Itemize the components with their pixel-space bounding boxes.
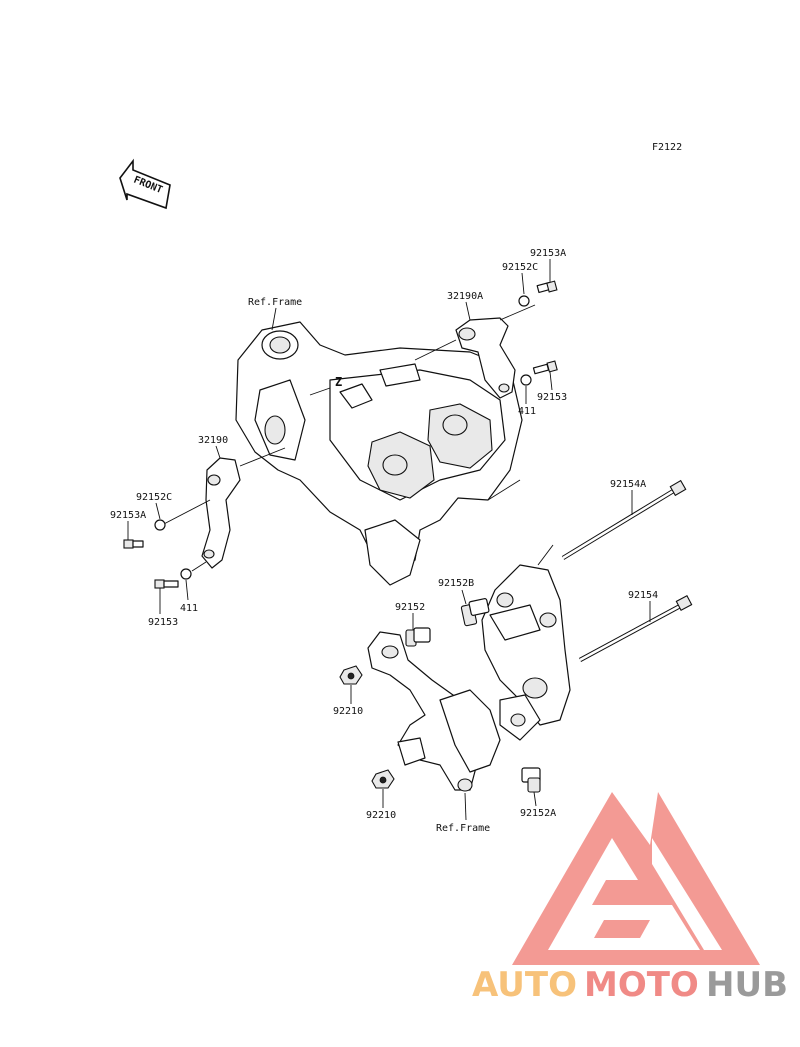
frame-marking: Z bbox=[335, 375, 342, 389]
main-frame-drawing: Z bbox=[235, 321, 523, 586]
washer-411-left bbox=[180, 568, 192, 580]
washer-92152c-top bbox=[518, 295, 530, 307]
figure-code: F2122 bbox=[652, 142, 682, 153]
wordmark-auto: AUTO bbox=[472, 965, 577, 1005]
part-92152a-label: 92152A bbox=[520, 808, 556, 819]
lower-bracket-drawing bbox=[367, 544, 571, 792]
part-92153a-top-label: 92153A bbox=[530, 248, 566, 259]
bracket-32190-drawing bbox=[159, 447, 286, 569]
front-arrow-icon: FRONT bbox=[119, 158, 171, 210]
long-bolt-92154 bbox=[578, 595, 693, 662]
part-92210-upper-label: 92210 bbox=[333, 706, 363, 717]
collar-92152a bbox=[521, 767, 541, 793]
part-92153a-left-label: 92153A bbox=[110, 510, 146, 521]
long-bolt-92154a bbox=[561, 479, 687, 560]
washer-92152c-left bbox=[154, 519, 166, 531]
part-92154a-label: 92154A bbox=[610, 479, 646, 490]
bolt-92153a-left bbox=[123, 539, 144, 549]
automotohub-logo bbox=[512, 792, 760, 965]
collar-92152 bbox=[405, 627, 431, 647]
bolt-92153a-top bbox=[536, 280, 558, 294]
part-92210-lower-label: 92210 bbox=[366, 810, 396, 821]
sleeve-92152b bbox=[460, 598, 490, 627]
wordmark-moto: MOTO bbox=[584, 965, 699, 1005]
automotohub-wordmark: AUTO MOTO HUB bbox=[472, 965, 788, 1005]
nut-92210-lower bbox=[371, 769, 395, 789]
part-92154-label: 92154 bbox=[628, 590, 658, 601]
bolt-92153-left bbox=[154, 579, 179, 589]
part-411-left-label: 411 bbox=[180, 603, 198, 614]
ref-frame-top-label: Ref.Frame bbox=[248, 297, 302, 308]
ref-frame-bottom-label: Ref.Frame bbox=[436, 823, 490, 834]
part-92153-right-label: 92153 bbox=[537, 392, 567, 403]
washer-411-right bbox=[520, 374, 532, 386]
bolt-92153-right bbox=[532, 360, 558, 375]
part-92152c-top-label: 92152C bbox=[502, 262, 538, 273]
part-411-right-label: 411 bbox=[518, 406, 536, 417]
nut-92210-upper bbox=[339, 665, 363, 685]
part-32190-label: 32190 bbox=[198, 435, 228, 446]
bracket-32190a-drawing bbox=[414, 304, 536, 399]
part-32190a-label: 32190A bbox=[447, 291, 483, 302]
wordmark-hub: HUB bbox=[706, 965, 788, 1005]
part-92152b-label: 92152B bbox=[438, 578, 474, 589]
part-92152-label: 92152 bbox=[395, 602, 425, 613]
part-92153-left-label: 92153 bbox=[148, 617, 178, 628]
part-92152c-left-label: 92152C bbox=[136, 492, 172, 503]
